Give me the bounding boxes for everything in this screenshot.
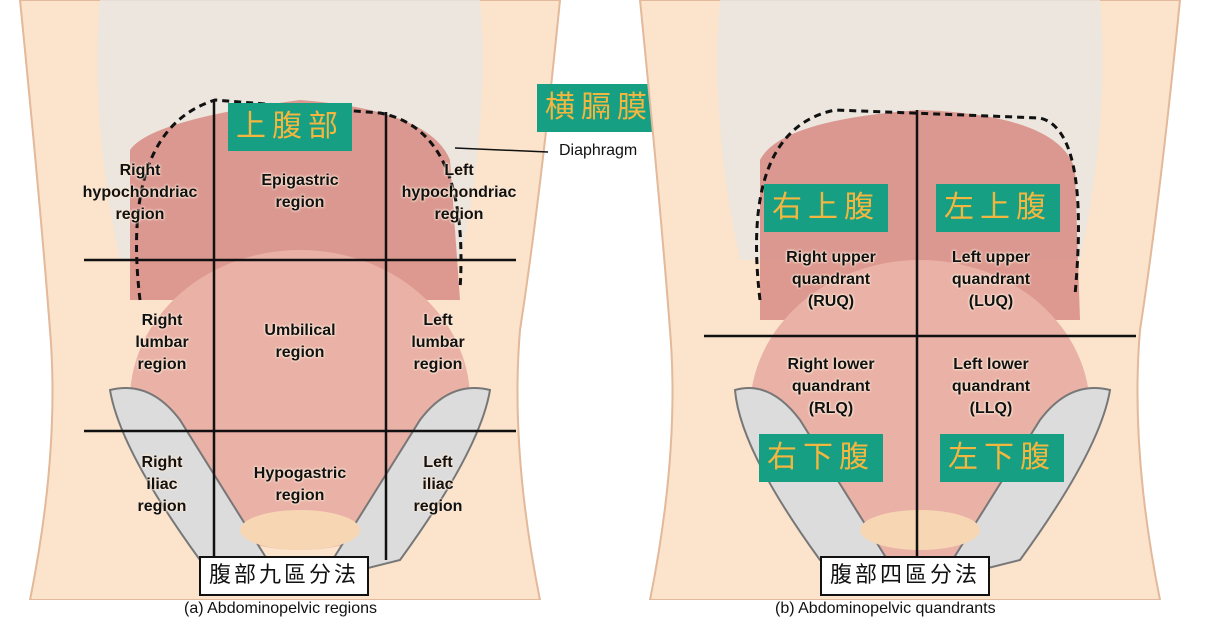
region-label-right-lumbar: Right lumbar region (135, 312, 189, 373)
region-label-epigastric: Epigastric region (261, 172, 339, 211)
caption-b: (b) Abdominopelvic quandrants (775, 600, 996, 617)
rlq-zh-tag: 右下腹 (759, 434, 883, 482)
region-label-left-hypochondriac: Left hypochondriac region (401, 162, 517, 223)
region-label-left-lumbar: Left lumbar region (411, 312, 465, 373)
epigastric-zh-tag: 上腹部 (228, 103, 352, 151)
diaphragm-label: Diaphragm (559, 142, 638, 159)
region-label-umbilical: Umbilical region (264, 322, 336, 361)
caption-a: (a) Abdominopelvic regions (184, 600, 377, 617)
four-quadrant-method-label: 腹部四區分法 (820, 556, 991, 596)
diaphragm-zh-tag: 横膈膜 (537, 84, 661, 132)
luq-zh-tag: 左上腹 (936, 184, 1060, 232)
llq-zh-tag: 左下腹 (940, 434, 1064, 482)
region-label-right-iliac: Right iliac region (137, 454, 187, 515)
torso-illustration-b (638, 0, 1182, 600)
quadrant-label-llq: Left lower quandrant (LLQ) (951, 356, 1031, 417)
region-label-hypogastric: Hypogastric region (253, 465, 347, 504)
panel-abdominopelvic-quadrants: 右上腹 左上腹 Right upper quandrant (RUQ) Left… (620, 0, 1200, 617)
panel-abdominopelvic-regions: 上腹部 Right hypochondriac region Epigastri… (0, 0, 580, 617)
diaphragm-outline-b (755, 108, 1080, 301)
region-label-right-hypochondriac: Right hypochondriac region (82, 162, 198, 223)
quadrant-label-ruq: Right upper quandrant (RUQ) (786, 249, 876, 310)
torso-illustration-a (0, 0, 580, 600)
ruq-zh-tag: 右上腹 (764, 184, 888, 232)
nine-region-method-label: 腹部九區分法 (199, 556, 370, 596)
quadrant-label-rlq: Right lower quandrant (RLQ) (787, 356, 875, 417)
quadrant-label-luq: Left upper quandrant (LUQ) (951, 249, 1031, 310)
region-label-left-iliac: Left iliac region (413, 454, 463, 515)
